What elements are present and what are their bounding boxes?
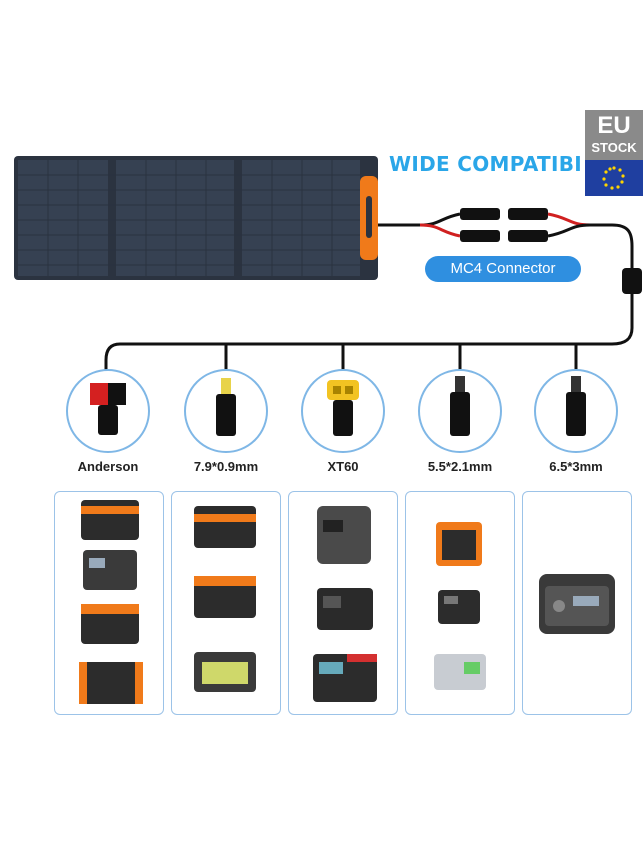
eu-flag-icon <box>585 160 643 196</box>
connector-name: 5.5*2.1mm <box>427 459 493 474</box>
device-group-7-9mm <box>171 491 281 715</box>
power-station-icons <box>194 506 256 692</box>
dc-plug-icon <box>566 376 586 436</box>
device-group-xt60 <box>288 491 398 715</box>
power-station-icons <box>313 506 377 702</box>
power-station-icons <box>434 522 486 690</box>
connector-name: 6.5*3mm <box>549 459 603 474</box>
connector-name: XT60 <box>327 459 359 474</box>
connector-name: 7.9*0.9mm <box>193 459 259 474</box>
badge-eu: EU <box>597 112 631 139</box>
dc-plug-icon <box>450 376 470 436</box>
solar-panel <box>14 156 378 280</box>
device-group-anderson <box>54 491 164 715</box>
eu-stock-badge: EU STOCK <box>585 110 643 196</box>
badge-stock: STOCK <box>591 140 637 155</box>
device-group-6-5mm <box>522 491 632 715</box>
device-group-5-5mm <box>405 491 515 715</box>
page-title: WIDE COMPATIBIL <box>389 152 583 176</box>
anderson-plug-icon <box>90 383 126 435</box>
power-station-icons <box>539 574 615 634</box>
dc-plug-icon <box>216 378 236 436</box>
mc4-cable <box>104 208 642 370</box>
power-station-icons <box>79 500 143 704</box>
xt60-plug-icon <box>327 380 359 436</box>
mc4-connector-label: MC4 Connector <box>425 256 581 282</box>
connector-name: Anderson <box>77 459 139 474</box>
